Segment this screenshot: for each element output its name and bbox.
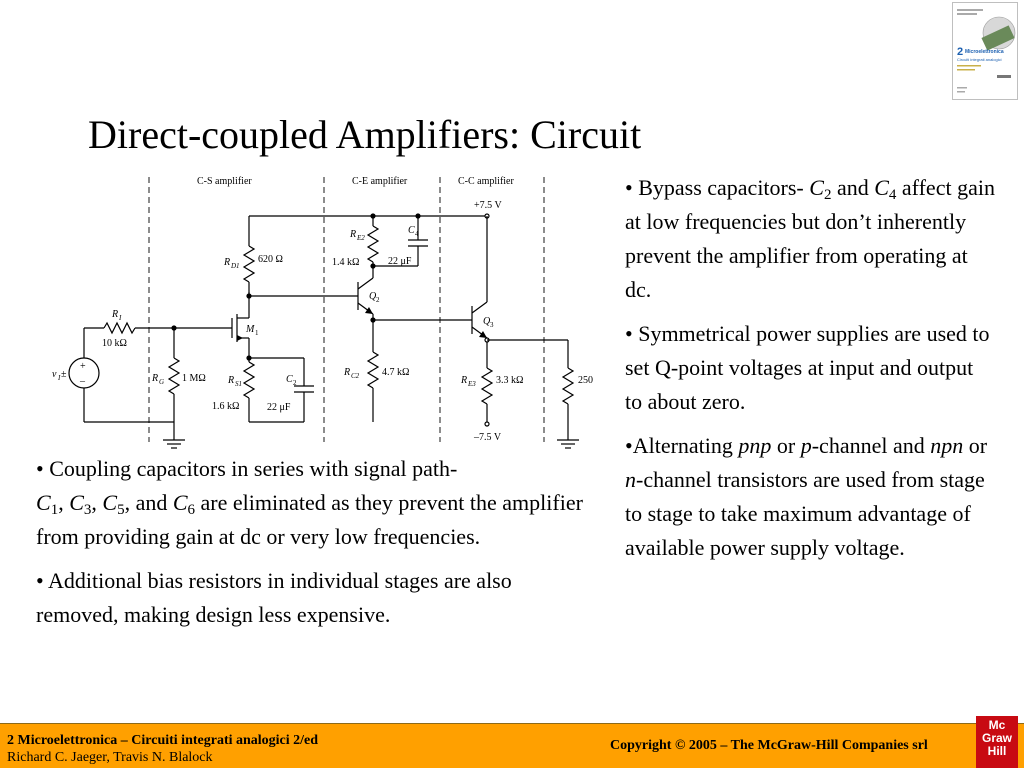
n-term: n (625, 467, 636, 492)
label-q2-sub: 2 (376, 296, 380, 304)
footer-bar: 2 Microelettronica – Circuiti integrati … (0, 723, 1024, 768)
label-rl-value: 250 (578, 375, 593, 386)
comma-2: , (91, 490, 103, 515)
label-rd1-sub: D1 (230, 262, 240, 270)
c2-symbol: C (809, 175, 824, 200)
c3-symbol: C (69, 490, 84, 515)
label-ri-sub: I (118, 314, 122, 322)
label-q3: Q (483, 316, 491, 327)
label-rs1-sub: S1 (235, 380, 242, 388)
mcgraw-hill-logo: Mc Graw Hill (976, 716, 1018, 768)
p-term: p (800, 433, 812, 458)
bullet-coupling-capacitors: • Coupling capacitors in series with sig… (36, 452, 596, 554)
and-text-2: and (831, 175, 875, 200)
footer-book-title: 2 Microelettronica – Circuiti integrati … (7, 733, 319, 748)
label-c4: C (408, 225, 415, 236)
c4-symbol: C (874, 175, 889, 200)
bullet-coupling-rest: are eliminated as they prevent the ampli… (36, 490, 583, 549)
label-re2-value: 1.4 kΩ (332, 257, 359, 268)
alt-mid: -channel and (811, 433, 931, 458)
label-vplus: +7.5 V (474, 200, 502, 211)
c3-subscript: 3 (83, 502, 92, 518)
label-rg-value: 1 MΩ (182, 373, 206, 384)
label-cc-amplifier: C-C amplifier (458, 176, 514, 187)
logo-line2: Graw (981, 731, 1012, 745)
label-re2: R (349, 229, 356, 240)
c1-subscript: 1 (50, 502, 59, 518)
c2-subscript: 2 (823, 187, 832, 203)
label-rc2: R (343, 367, 350, 378)
logo-line1: Mc (988, 718, 1006, 732)
label-m1: M (245, 324, 255, 335)
bullet-symmetrical-supplies: • Symmetrical power supplies are used to… (625, 321, 990, 414)
label-re3-value: 3.3 kΩ (496, 375, 523, 386)
left-bullets: • Coupling capacitors in series with sig… (36, 452, 596, 642)
bullet-bypass-capacitors: • Bypass capacitors- C2 and C4 affect ga… (625, 171, 995, 307)
label-c4-value: 22 μF (388, 256, 412, 267)
book-cover-thumbnail: 2 Microelettronica Circuiti integrati an… (952, 2, 1018, 100)
label-q3-sub: 3 (490, 321, 494, 329)
or-2: or (963, 433, 988, 458)
label-rd1: R (223, 257, 230, 268)
label-rd1-value: 620 Ω (258, 254, 283, 265)
label-ri: R (111, 309, 118, 320)
circuit-schematic: + – C-S amplifier C-E amplifier C-C ampl… (52, 176, 593, 449)
label-re3-sub: E3 (467, 380, 476, 388)
c5-symbol: C (102, 490, 118, 515)
book-cover-line2: Circuiti integrati analogici (957, 57, 1002, 62)
right-bullets: • Bypass capacitors- C2 and C4 affect ga… (625, 171, 995, 575)
svg-text:+: + (80, 361, 86, 372)
alt-pre: •Alternating (625, 433, 739, 458)
book-cover-art: 2 Microelettronica Circuiti integrati an… (953, 3, 1017, 99)
bullet-alternating-transistors: •Alternating pnp or p-channel and npn or… (625, 429, 995, 565)
label-source-pm: ± (61, 369, 67, 380)
npn-term: npn (930, 433, 964, 458)
c6-subscript: 6 (187, 502, 196, 518)
label-c2-sub: 2 (293, 379, 297, 387)
c4-subscript: 4 (888, 187, 897, 203)
c6-symbol: C (172, 490, 188, 515)
or-1: or (771, 433, 801, 458)
label-rs1-value: 1.6 kΩ (212, 401, 239, 412)
pnp-term: pnp (738, 433, 772, 458)
label-rc2-sub: C2 (351, 372, 360, 380)
book-cover-line1: Microelettronica (965, 49, 1004, 55)
label-rg: R (151, 373, 158, 384)
and-text: , and (124, 490, 173, 515)
label-source-sub: I (57, 374, 61, 382)
label-ce-amplifier: C-E amplifier (352, 176, 408, 187)
bullet-bias-resistors: • Additional bias resistors in individua… (36, 568, 512, 627)
label-source: v (52, 369, 57, 380)
label-c2: C (286, 374, 293, 385)
book-cover-number: 2 (957, 46, 963, 58)
bullet-bypass-text: • Bypass capacitors- (625, 175, 810, 200)
comma-1: , (58, 490, 70, 515)
svg-text:–: – (79, 376, 86, 387)
label-q2: Q (369, 291, 377, 302)
label-cs-amplifier: C-S amplifier (197, 176, 252, 187)
c1-symbol: C (36, 490, 51, 515)
alt-rest: -channel transistors are used from stage… (625, 467, 985, 560)
label-c4-sub: 4 (415, 230, 419, 238)
footer-book-info: 2 Microelettronica – Circuiti integrati … (7, 732, 318, 766)
label-re3: R (460, 375, 467, 386)
label-re2-sub: E2 (356, 234, 365, 242)
footer-copyright: Copyright © 2005 – The McGraw-Hill Compa… (610, 738, 928, 753)
slide-title: Direct-coupled Amplifiers: Circuit (88, 112, 642, 157)
label-ri-value: 10 kΩ (102, 338, 127, 349)
label-rg-sub: G (159, 378, 164, 386)
bullet-bypass-rest: affect gain at low frequencies but don’t… (625, 175, 995, 302)
c5-subscript: 5 (117, 502, 125, 518)
logo-line3: Hill (987, 744, 1007, 758)
label-vminus: –7.5 V (473, 432, 502, 443)
label-rc2-value: 4.7 kΩ (382, 367, 409, 378)
label-rs1: R (227, 375, 234, 386)
label-c2-value: 22 μF (267, 402, 291, 413)
bullet-coupling-text: • Coupling capacitors in series with sig… (36, 456, 458, 481)
footer-authors: Richard C. Jaeger, Travis N. Blalock (7, 750, 213, 765)
label-m1-sub: 1 (255, 329, 259, 337)
